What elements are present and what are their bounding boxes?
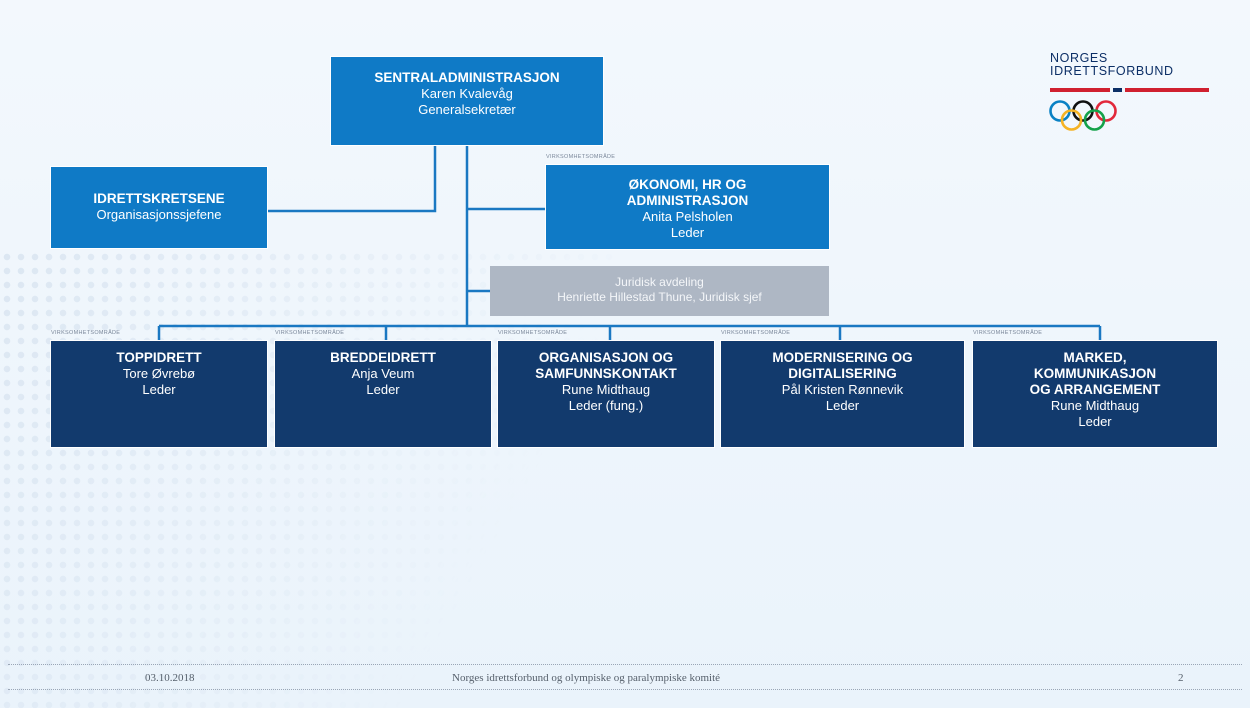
box-person-name: Karen Kvalevåg <box>421 86 513 101</box>
footer-organization: Norges idrettsforbund og olympiske og pa… <box>452 672 721 684</box>
box-person-role: Leder <box>366 382 400 397</box>
connector-kretser <box>268 146 437 213</box>
box-okonomi-hr-administrasjon: ØKONOMI, HR OG ADMINISTRASJON Anita Pels… <box>545 164 830 250</box>
box-title-line-2: KOMMUNIKASJON <box>1033 366 1157 381</box>
box-area-modernisering-digitalisering: MODERNISERING OG DIGITALISERING Pål Kris… <box>720 340 965 448</box>
box-line-2: Henriette Hillestad Thune, Juridisk sjef <box>557 290 762 304</box>
footer-page-number: 2 <box>1178 672 1184 684</box>
box-title-line-2: ADMINISTRASJON <box>626 193 749 208</box>
box-person-name: Tore Øvrebø <box>122 366 196 381</box>
box-title-line-1: MODERNISERING OG <box>772 350 913 365</box>
box-idrettskretsene: IDRETTSKRETSENE Organisasjonssjefene <box>50 166 268 249</box>
box-line-1: Juridisk avdeling <box>615 275 704 289</box>
box-title-line-1: MARKED, <box>1063 350 1127 365</box>
box-area-toppidrett: TOPPIDRETT Tore Øvrebø Leder <box>50 340 268 448</box>
box-person-name: Anita Pelsholen <box>642 209 733 224</box>
olympic-rings-icon <box>1049 100 1117 131</box>
box-person-name: Anja Veum <box>351 366 415 381</box>
box-person-role: Leder <box>142 382 176 397</box>
box-sentraladministrasjon: SENTRALADMINISTRASJON Karen Kvalevåg Gen… <box>330 56 604 146</box>
box-area-organisasjon-samfunnskontakt: ORGANISASJON OG SAMFUNNSKONTAKT Rune Mid… <box>497 340 715 448</box>
nif-logo: NORGES IDRETTSFORBUND <box>1045 52 1215 142</box>
footer-divider-bottom <box>8 689 1242 690</box>
logo-text-line-2: IDRETTSFORBUND <box>1050 64 1174 78</box>
area-tag: VIRKSOMHETSOMRÅDE <box>51 330 121 336</box>
okonomi-area-tag: VIRKSOMHETSOMRÅDE <box>546 154 616 160</box>
box-person-role: Generalsekretær <box>418 102 516 117</box>
box-person-role: Leder <box>1078 414 1112 429</box>
box-area-breddeidrett: BREDDEIDRETT Anja Veum Leder <box>274 340 492 448</box>
box-title-line-1: BREDDEIDRETT <box>330 350 436 365</box>
norway-flag-stripe-icon <box>1050 88 1209 92</box>
box-title-line-2: SAMFUNNSKONTAKT <box>535 366 677 381</box>
box-title-line-1: ORGANISASJON OG <box>538 350 674 365</box>
area-tag: VIRKSOMHETSOMRÅDE <box>973 330 1043 336</box>
logo-text-line-1: NORGES <box>1050 51 1108 65</box>
box-area-marked-kommunikasjon-arrangement: MARKED, KOMMUNIKASJON OG ARRANGEMENT Run… <box>972 340 1218 448</box>
box-person-name: Rune Midthaug <box>561 382 651 397</box>
box-person-role: Leder <box>825 398 860 413</box>
box-juridisk-avdeling: Juridisk avdeling Henriette Hillestad Th… <box>490 266 829 316</box>
footer-date: 03.10.2018 <box>145 672 195 684</box>
box-person-role: Leder (fung.) <box>568 398 644 413</box>
area-tag: VIRKSOMHETSOMRÅDE <box>721 330 791 336</box>
box-title: SENTRALADMINISTRASJON <box>374 70 560 85</box>
box-person-name: Pål Kristen Rønnevik <box>781 382 904 397</box>
box-subtitle: Organisasjonssjefene <box>96 207 222 222</box>
box-person-name: Rune Midthaug <box>1050 398 1140 413</box>
box-title-line-3: OG ARRANGEMENT <box>1029 382 1161 397</box>
area-tag: VIRKSOMHETSOMRÅDE <box>498 330 568 336</box>
box-title-line-2: DIGITALISERING <box>788 366 897 381</box>
area-tag: VIRKSOMHETSOMRÅDE <box>275 330 345 336</box>
footer-divider-top <box>8 664 1242 665</box>
box-title: IDRETTSKRETSENE <box>93 191 225 206</box>
box-person-role: Leder <box>670 225 705 240</box>
box-title-line-1: ØKONOMI, HR OG <box>628 177 747 192</box>
box-title-line-1: TOPPIDRETT <box>116 350 202 365</box>
